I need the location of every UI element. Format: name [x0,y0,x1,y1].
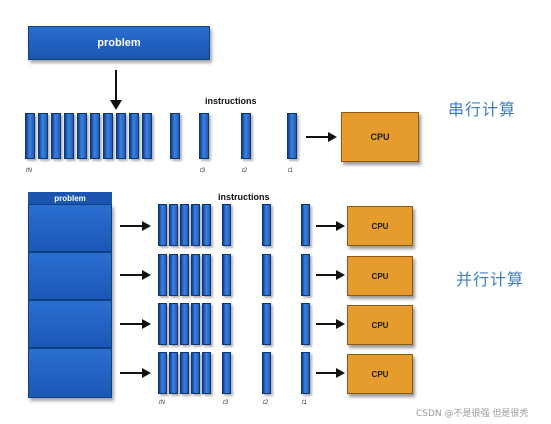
parallel-problem-grid [28,204,112,398]
serial-down-arrow-icon [110,70,122,110]
serial-bar [103,113,113,159]
problem-chunk [28,204,112,252]
parallel-instructions-label: instructions [218,192,270,202]
parallel-bar [169,254,178,296]
parallel-bar [202,352,211,394]
serial-instructions-label: instructions [205,96,257,106]
serial-cpu-label: CPU [370,132,390,142]
parallel-bar [202,303,211,345]
parallel-bar [191,204,200,246]
serial-problem-label: problem [97,37,141,49]
parallel-row-bars [158,254,218,296]
parallel-bar [202,254,211,296]
parallel-bar [191,352,200,394]
parallel-problem-header: problem [28,192,112,204]
parallel-bar [180,352,189,394]
parallel-bar [202,204,211,246]
parallel-bar-t1 [301,204,310,246]
parallel-bar-t3 [222,254,231,296]
parallel-cpu-label: CPU [371,320,389,330]
parallel-problem-label: problem [54,193,86,203]
parallel-row-bars [158,303,218,345]
serial-bar [51,113,61,159]
serial-bar-t3 [170,113,180,159]
problem-chunk [28,252,112,300]
parallel-bar-t2 [262,303,271,345]
serial-tn-label: tN [26,168,32,174]
parallel-bar-t1 [301,303,310,345]
parallel-bar [158,352,167,394]
problem-chunk [28,300,112,348]
parallel-arrow-left-icon [120,270,151,280]
parallel-bar [169,352,178,394]
parallel-row-bars [158,204,218,246]
parallel-cpu-box: CPU [347,256,413,296]
serial-bar-t3b [199,113,209,159]
parallel-arrow-left-icon [120,368,151,378]
serial-problem-block: problem [28,26,210,60]
parallel-cpu-box: CPU [347,354,413,394]
parallel-bar-t3 [222,303,231,345]
serial-bar [38,113,48,159]
serial-bar [77,113,87,159]
watermark: CSDN @不是很强 但是很秃 [416,409,529,419]
parallel-arrow-left-icon [120,319,151,329]
serial-t1-label: t1 [288,168,294,174]
parallel-bar [169,303,178,345]
parallel-arrow-right-icon [316,368,345,378]
problem-chunk [28,348,112,398]
parallel-bar [191,254,200,296]
serial-title: 串行计算 [448,100,517,119]
serial-bar [25,113,35,159]
parallel-arrow-right-icon [316,270,345,280]
serial-bar [90,113,100,159]
parallel-bar [180,303,189,345]
serial-t3-label: t3 [200,168,206,174]
parallel-bar [191,303,200,345]
parallel-bar [180,204,189,246]
serial-bar-t2 [241,113,251,159]
parallel-title: 并行计算 [456,270,525,289]
serial-right-arrow-icon [306,132,337,142]
serial-bar [116,113,126,159]
parallel-row-bars [158,352,218,394]
serial-bar-group [25,113,155,159]
parallel-t1-label: t1 [302,400,308,406]
parallel-bar-t1 [301,352,310,394]
parallel-bar-t3 [222,352,231,394]
serial-t2-label: t2 [242,168,248,174]
parallel-bar [158,204,167,246]
parallel-bar-t2 [262,204,271,246]
parallel-cpu-label: CPU [371,221,389,231]
parallel-arrow-right-icon [316,221,345,231]
parallel-cpu-box: CPU [347,206,413,246]
parallel-arrow-left-icon [120,221,151,231]
parallel-bar-t2 [262,254,271,296]
parallel-bar-t1 [301,254,310,296]
parallel-bar [158,303,167,345]
parallel-arrow-right-icon [316,319,345,329]
serial-bar [142,113,152,159]
parallel-bar [180,254,189,296]
parallel-tn-label: tN [159,400,165,406]
parallel-cpu-label: CPU [371,369,389,379]
parallel-t3-label: t3 [223,400,229,406]
parallel-cpu-box: CPU [347,305,413,345]
parallel-t2-label: t2 [263,400,269,406]
serial-bar-t1 [287,113,297,159]
parallel-bar-t2 [262,352,271,394]
parallel-bar [158,254,167,296]
parallel-bar [169,204,178,246]
serial-bar [129,113,139,159]
serial-bar [64,113,74,159]
serial-cpu-box: CPU [341,112,419,162]
parallel-bar-t3 [222,204,231,246]
parallel-cpu-label: CPU [371,271,389,281]
